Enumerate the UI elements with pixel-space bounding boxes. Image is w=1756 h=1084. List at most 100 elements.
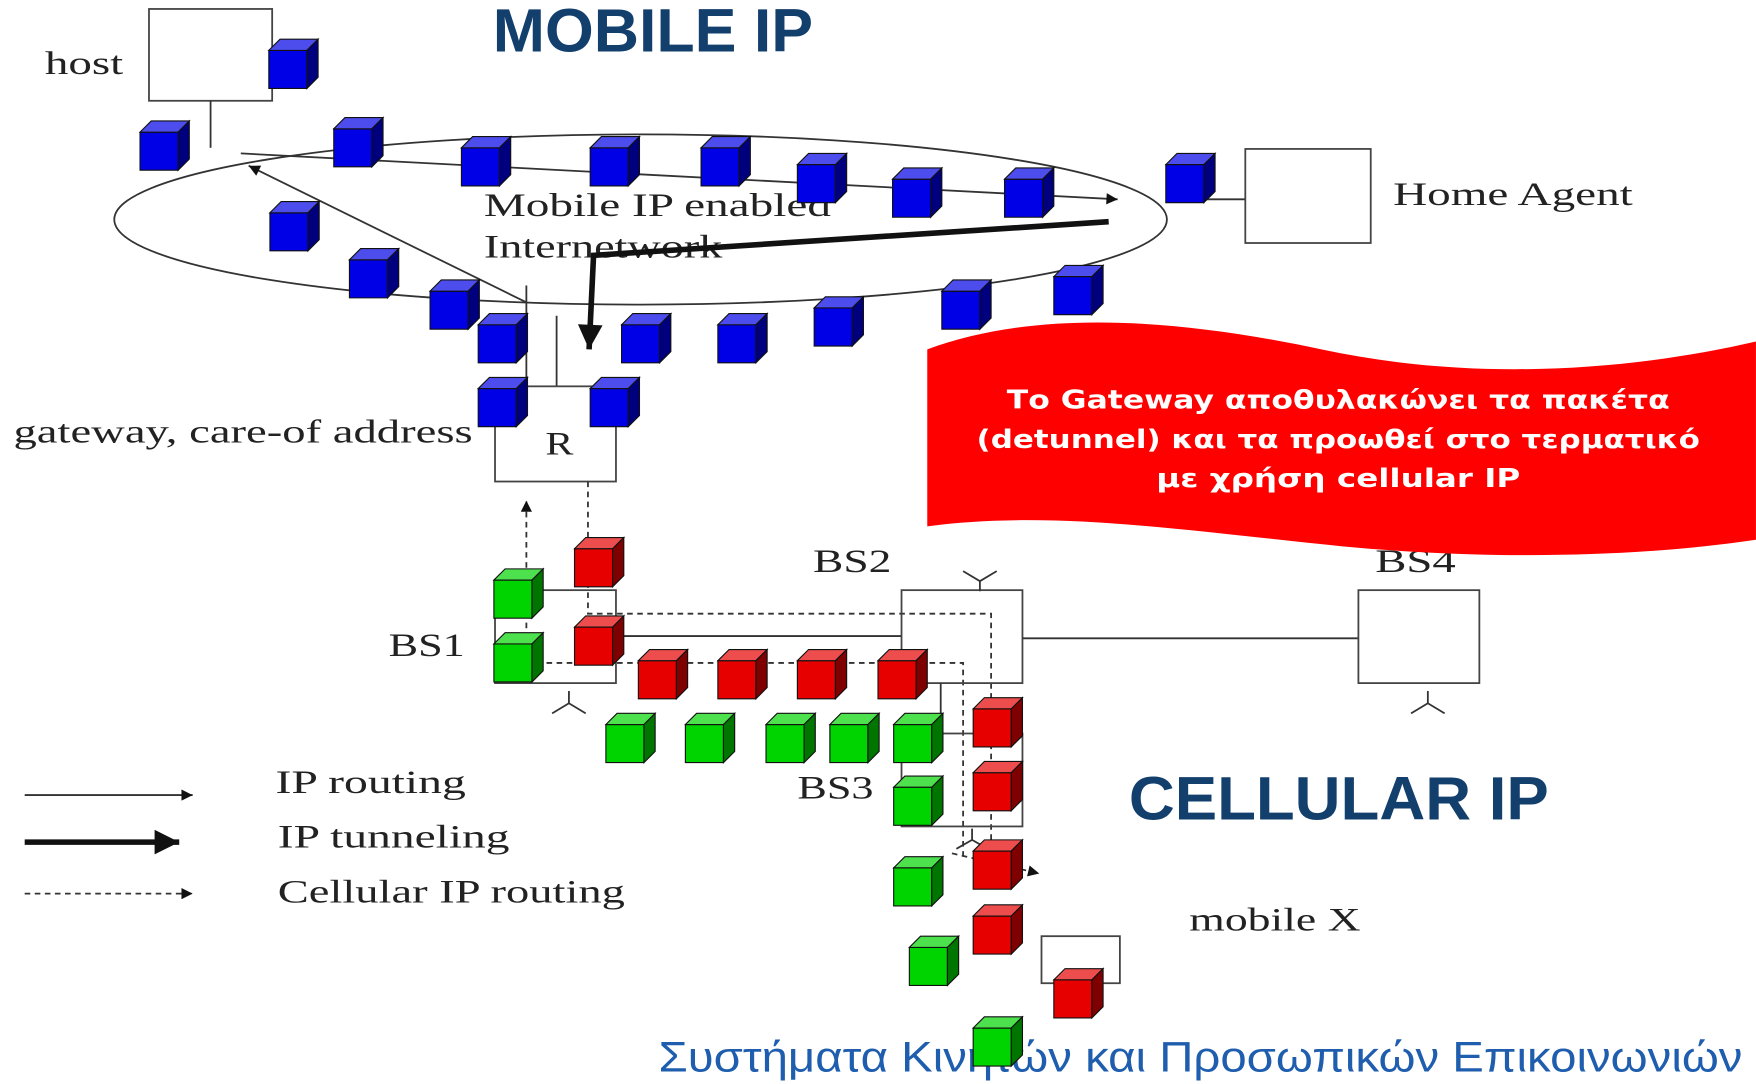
blue-packet-cube — [267, 37, 320, 90]
green-packet-cube — [604, 711, 657, 764]
red-packet-cube — [637, 648, 689, 701]
blue-packet-cube — [588, 135, 641, 188]
internetwork-ellipse — [113, 133, 1168, 306]
ip-tunneling-arrow — [577, 218, 1109, 350]
legend-cellular-ip-routing-label: Cellular IP routing — [278, 875, 625, 911]
cube-side-face — [979, 278, 992, 331]
cube-side-face — [1010, 760, 1024, 813]
footer-course-title: Συστήματα Κινητών και Προσωπικών Επικοιν… — [659, 1034, 1743, 1082]
cube-side-face — [1203, 152, 1216, 205]
cube-front-face — [893, 723, 933, 764]
cube-front-face — [620, 324, 661, 364]
cube-side-face — [643, 711, 656, 764]
blue-packet-cube — [1164, 152, 1217, 205]
cube-side-face — [627, 376, 641, 429]
green-packet-cube — [892, 774, 945, 827]
blue-packet-cube — [891, 166, 944, 219]
cube-side-face — [915, 648, 928, 701]
bs3-label: BS3 — [797, 770, 873, 806]
cube-side-face — [306, 37, 319, 90]
cube-side-face — [867, 711, 880, 764]
blue-packet-cube — [940, 278, 993, 331]
router-label: R — [545, 427, 573, 463]
blue-packet-cube — [620, 312, 673, 365]
bs2-box — [900, 589, 1024, 684]
ip-routing-arrow-to-home-agent — [240, 152, 1118, 205]
cellular-ip-heading: CELLULAR IP — [1129, 765, 1549, 834]
bs2-label: BS2 — [813, 544, 891, 580]
cube-front-face — [605, 723, 645, 764]
blue-packet-cube — [1052, 264, 1105, 317]
cube-side-face — [931, 855, 944, 908]
legend-ip-tunneling-label: IP tunneling — [278, 820, 510, 856]
cube-side-face — [515, 312, 529, 365]
callout-line-3: με χρήση cellular IP — [1156, 464, 1520, 494]
cube-front-face — [460, 147, 501, 187]
cube-front-face — [717, 660, 757, 700]
cube-front-face — [941, 290, 981, 330]
cube-front-face — [684, 723, 725, 764]
cube-front-face — [573, 626, 614, 666]
cube-front-face — [268, 49, 308, 90]
cube-front-face — [139, 131, 179, 171]
home-agent-box — [1244, 148, 1372, 244]
blue-packet-cube — [138, 119, 191, 172]
cube-side-face — [930, 166, 943, 219]
cube-side-face — [738, 135, 751, 188]
callout-banner: Το Gateway αποθυλακώνει τα πακέτα (detun… — [927, 322, 1756, 556]
cube-front-face — [893, 786, 933, 826]
cube-front-face — [1165, 164, 1205, 204]
cube-front-face — [1003, 178, 1044, 218]
cube-side-face — [722, 711, 736, 764]
bs2-antenna-icon — [962, 570, 998, 592]
cube-side-face — [386, 247, 400, 300]
red-packet-cube — [971, 838, 1024, 891]
cube-front-face — [972, 708, 1012, 748]
cube-front-face — [477, 324, 517, 364]
cube-side-face — [851, 295, 865, 348]
cube-side-face — [612, 536, 625, 589]
callout-line-1: Το Gateway αποθυλακώνει τα πακέτα — [1007, 386, 1670, 416]
green-packet-cube — [908, 934, 960, 987]
cube-front-face — [589, 388, 629, 428]
cube-front-face — [1053, 979, 1093, 1019]
green-packet-cube — [892, 855, 945, 908]
blue-packet-cube — [460, 135, 513, 188]
blue-packet-cube — [588, 376, 641, 429]
cube-side-face — [1010, 696, 1024, 749]
slide-title: MOBILE IP — [493, 0, 813, 66]
blue-packet-cube — [812, 295, 865, 348]
green-packet-cube — [892, 711, 945, 764]
cube-side-face — [755, 312, 768, 365]
green-packet-cube — [492, 631, 545, 684]
red-packet-cube — [573, 536, 626, 589]
cube-side-face — [612, 614, 625, 667]
cube-side-face — [307, 200, 320, 253]
cube-front-face — [891, 178, 932, 218]
green-packet-cube — [764, 711, 817, 764]
cube-side-face — [531, 567, 544, 620]
cube-side-face — [755, 648, 768, 701]
blue-packet-cube — [1003, 166, 1056, 219]
home-agent-label: Home Agent — [1393, 177, 1633, 213]
red-packet-cube — [971, 903, 1024, 956]
cube-front-face — [717, 324, 757, 364]
cube-front-face — [893, 867, 933, 907]
red-packet-cube — [796, 648, 848, 701]
cube-front-face — [877, 660, 917, 700]
callout-shape — [927, 322, 1756, 556]
cube-front-face — [765, 723, 805, 764]
cube-side-face — [467, 278, 480, 331]
blue-packet-cube — [348, 247, 401, 300]
blue-packet-cube — [428, 278, 481, 331]
red-packet-cube — [876, 648, 929, 701]
bs1-antenna-icon — [551, 690, 587, 715]
cube-side-face — [834, 648, 848, 701]
blue-packet-cube — [699, 135, 752, 188]
cube-front-face — [637, 660, 677, 700]
cube-side-face — [834, 152, 848, 205]
red-packet-cube — [573, 614, 626, 667]
cube-front-face — [972, 850, 1012, 890]
internetwork-label-line1: Mobile IP enabled — [484, 188, 831, 224]
